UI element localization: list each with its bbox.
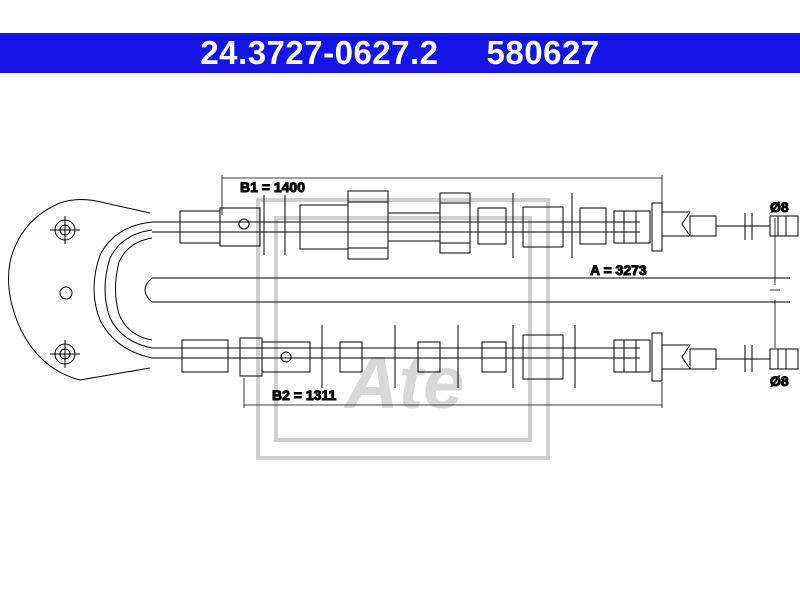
svg-text:Ate: Ate xyxy=(343,341,464,424)
dimension-b2: B2 = 1311 xyxy=(272,387,336,403)
mounting-bracket xyxy=(8,199,151,381)
diameter-top: Ø8 xyxy=(770,199,789,215)
reference-number: 580627 xyxy=(486,34,600,71)
ate-watermark-logo: Ate xyxy=(256,198,550,460)
lower-cable xyxy=(152,325,799,388)
cable-u-bend xyxy=(93,221,153,359)
part-number: 24.3727-0627.2 xyxy=(200,34,439,71)
diameter-bottom: Ø8 xyxy=(770,373,789,389)
dimension-b1: B1 = 1400 xyxy=(240,179,305,195)
center-hole xyxy=(59,286,73,300)
dimension-lines xyxy=(221,175,780,408)
routing-line xyxy=(144,277,790,303)
dimension-a: A = 3273 xyxy=(590,262,647,278)
title-bar: 24.3727-0627.2 580627 xyxy=(0,33,800,73)
upper-cable xyxy=(152,190,799,260)
